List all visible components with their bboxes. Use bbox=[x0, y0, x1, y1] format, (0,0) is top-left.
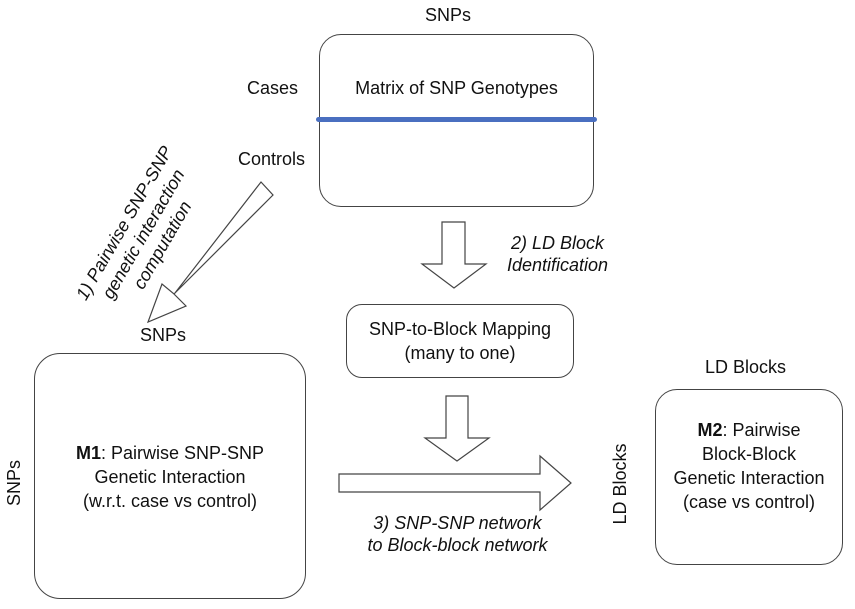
m2-box: M2: Pairwise Block-Block Genetic Interac… bbox=[655, 389, 843, 565]
down-arrow-mapping bbox=[423, 395, 491, 462]
cases-label: Cases bbox=[247, 78, 299, 98]
matrix-snps-label: SNPs bbox=[425, 5, 472, 25]
controls-label: Controls bbox=[238, 149, 306, 169]
m1-line2: Genetic Interaction bbox=[94, 467, 246, 487]
step2-line1: 2) LD Block bbox=[511, 233, 605, 253]
m2-line4: (case vs control) bbox=[682, 492, 816, 512]
matrix-title: Matrix of SNP Genotypes bbox=[355, 78, 558, 98]
m1-line3: (w.r.t. case vs control) bbox=[82, 491, 258, 511]
step2-annotation: 2) LD Block Identification bbox=[507, 232, 608, 276]
m2-line3: Genetic Interaction bbox=[673, 468, 825, 488]
m1-bold: M1 bbox=[75, 443, 101, 463]
m1-snps-side-label: SNPs bbox=[4, 460, 24, 507]
step3-annotation: 3) SNP-SNP network to Block-block networ… bbox=[335, 512, 580, 556]
m2-line1-rest: : Pairwise bbox=[722, 420, 801, 440]
step3-line2: to Block-block network bbox=[367, 535, 548, 555]
m2-bold: M2 bbox=[697, 420, 723, 440]
m1-line1-rest: : Pairwise SNP-SNP bbox=[100, 443, 265, 463]
step2-line2: Identification bbox=[507, 255, 609, 275]
case-control-divider bbox=[316, 117, 597, 122]
m2-ld-blocks-side-label: LD Blocks bbox=[610, 443, 630, 525]
mapping-box: SNP-to-Block Mapping (many to one) bbox=[346, 304, 574, 378]
mapping-line1: SNP-to-Block Mapping bbox=[368, 319, 552, 339]
m2-ld-blocks-top-label: LD Blocks bbox=[705, 357, 787, 377]
mapping-line2: (many to one) bbox=[404, 343, 516, 363]
m2-line2: Block-Block bbox=[701, 444, 797, 464]
m1-box: M1: Pairwise SNP-SNP Genetic Interaction… bbox=[34, 353, 306, 599]
m1-snps-top-label: SNPs bbox=[140, 325, 187, 345]
down-arrow-ld bbox=[420, 221, 488, 289]
m1-line1: M1: Pairwise SNP-SNP bbox=[35, 442, 305, 464]
step3-line1: 3) SNP-SNP network bbox=[373, 513, 542, 533]
diagonal-arrow-pairwise bbox=[146, 181, 274, 324]
right-arrow-network bbox=[338, 454, 572, 512]
m2-line1: M2: Pairwise bbox=[656, 419, 842, 441]
